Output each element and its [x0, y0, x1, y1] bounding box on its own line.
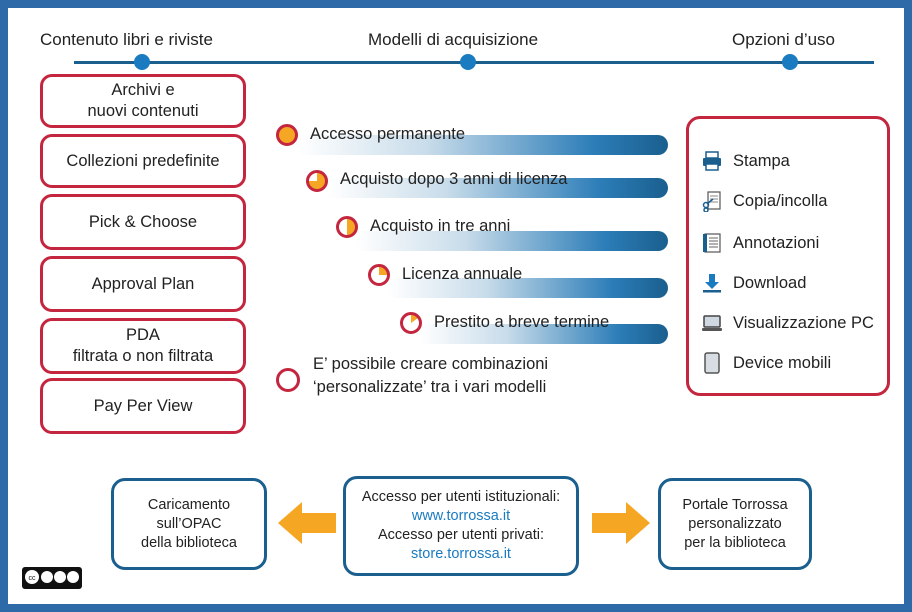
model-label: Prestito a breve termine	[434, 313, 610, 331]
combination-circle	[276, 368, 300, 392]
content-box-archivi: Archivi e nuovi contenuti	[40, 74, 246, 128]
content-box-line: filtrata o non filtrata	[72, 347, 214, 365]
printer-icon	[703, 151, 721, 171]
content-box-line: Pay Per View	[93, 396, 193, 415]
content-box-line: PDA	[126, 326, 160, 344]
cc-license-badge-icon: cc	[22, 567, 82, 589]
option-annotazioni: Annotazioni	[701, 231, 819, 255]
model-bar-acquisto-dopo	[328, 178, 668, 198]
model-pie	[400, 312, 422, 334]
box-opac-line: sull’OPAC	[156, 515, 222, 532]
option-label: Copia/incolla	[733, 191, 828, 210]
model-label: Acquisto dopo 3 anni di licenza	[340, 170, 568, 188]
content-box-line: Collezioni predefinite	[66, 151, 220, 170]
timeline-dot-models	[460, 54, 476, 70]
box-opac-line: Caricamento	[147, 496, 231, 513]
tablet-icon	[704, 352, 720, 374]
option-visualizzazione-pc: Visualizzazione PC	[701, 311, 874, 335]
combination-note-line: E’ possibile creare combinazioni	[313, 355, 549, 373]
model-pie	[336, 216, 358, 238]
option-copia-incolla: Copia/incolla	[701, 189, 827, 213]
box-portale-line: per la biblioteca	[684, 534, 786, 551]
option-download: Download	[701, 271, 806, 295]
arrow-right-icon	[592, 502, 650, 544]
svg-text:cc: cc	[29, 575, 37, 582]
scissors-document-icon	[702, 191, 721, 212]
box-portale: Portale Torrossa personalizzato per la b…	[658, 478, 812, 570]
model-bar-accesso-permanente	[298, 135, 668, 155]
laptop-icon	[702, 315, 722, 331]
content-box-pda: PDA filtrata o non filtrata	[40, 318, 246, 374]
box-portale-line: Portale Torrossa	[682, 496, 788, 513]
option-label: Visualizzazione PC	[733, 313, 874, 332]
option-label: Device mobili	[733, 353, 832, 372]
model-bar-licenza-annuale	[388, 278, 668, 298]
link-store-torrossa[interactable]: store.torrossa.it	[411, 546, 511, 562]
model-pie	[306, 170, 328, 192]
content-box-line: Pick & Choose	[88, 212, 198, 231]
box-access: Accesso per utenti istituzionali: www.to…	[343, 476, 579, 576]
header-content: Contenuto libri e riviste	[40, 30, 213, 49]
model-bar-acquisto-tre-anni	[356, 231, 668, 251]
option-label: Annotazioni	[733, 233, 820, 252]
model-pie	[368, 264, 390, 286]
option-label: Stampa	[733, 151, 790, 170]
content-box-pick-choose: Pick & Choose	[40, 194, 246, 250]
arrow-left-icon	[278, 502, 336, 544]
box-portale-line: personalizzato	[688, 515, 782, 532]
access-institutional-label: Accesso per utenti istituzionali:	[361, 489, 561, 505]
model-pie	[276, 124, 298, 146]
header-models: Modelli di acquisizione	[368, 30, 539, 49]
header-options: Opzioni d’uso	[732, 30, 836, 49]
content-box-approval-plan: Approval Plan	[40, 256, 246, 312]
box-opac: Caricamento sull’OPAC della biblioteca	[111, 478, 267, 570]
model-bar-prestito	[420, 324, 668, 344]
combination-note: E’ possibile creare combinazioni ‘person…	[313, 353, 548, 399]
notes-icon	[703, 233, 721, 253]
access-private-label: Accesso per utenti privati:	[377, 527, 545, 543]
content-box-line: Archivi e	[111, 81, 175, 99]
link-torrossa[interactable]: www.torrossa.it	[411, 508, 511, 524]
box-opac-line: della biblioteca	[141, 534, 237, 551]
content-box-collezioni: Collezioni predefinite	[40, 134, 246, 188]
option-device-mobili: Device mobili	[701, 351, 831, 375]
option-stampa: Stampa	[701, 149, 790, 173]
download-icon	[703, 274, 721, 293]
diagram-canvas: Contenuto libri e riviste Modelli di acq…	[8, 8, 904, 604]
content-box-line: nuovi contenuti	[87, 102, 199, 120]
model-label: Acquisto in tre anni	[370, 217, 511, 235]
timeline-dot-options	[782, 54, 798, 70]
model-label: Licenza annuale	[402, 265, 523, 283]
usage-options-box: Stampa Copia/incolla Annotazioni Downloa…	[686, 116, 890, 396]
content-box-line: Approval Plan	[91, 274, 195, 293]
combination-note-line: ‘personalizzate’ tra i vari modelli	[313, 378, 547, 396]
option-label: Download	[733, 273, 807, 292]
content-box-pay-per-view: Pay Per View	[40, 378, 246, 434]
timeline-dot-content	[134, 54, 150, 70]
model-label: Accesso permanente	[310, 125, 466, 143]
